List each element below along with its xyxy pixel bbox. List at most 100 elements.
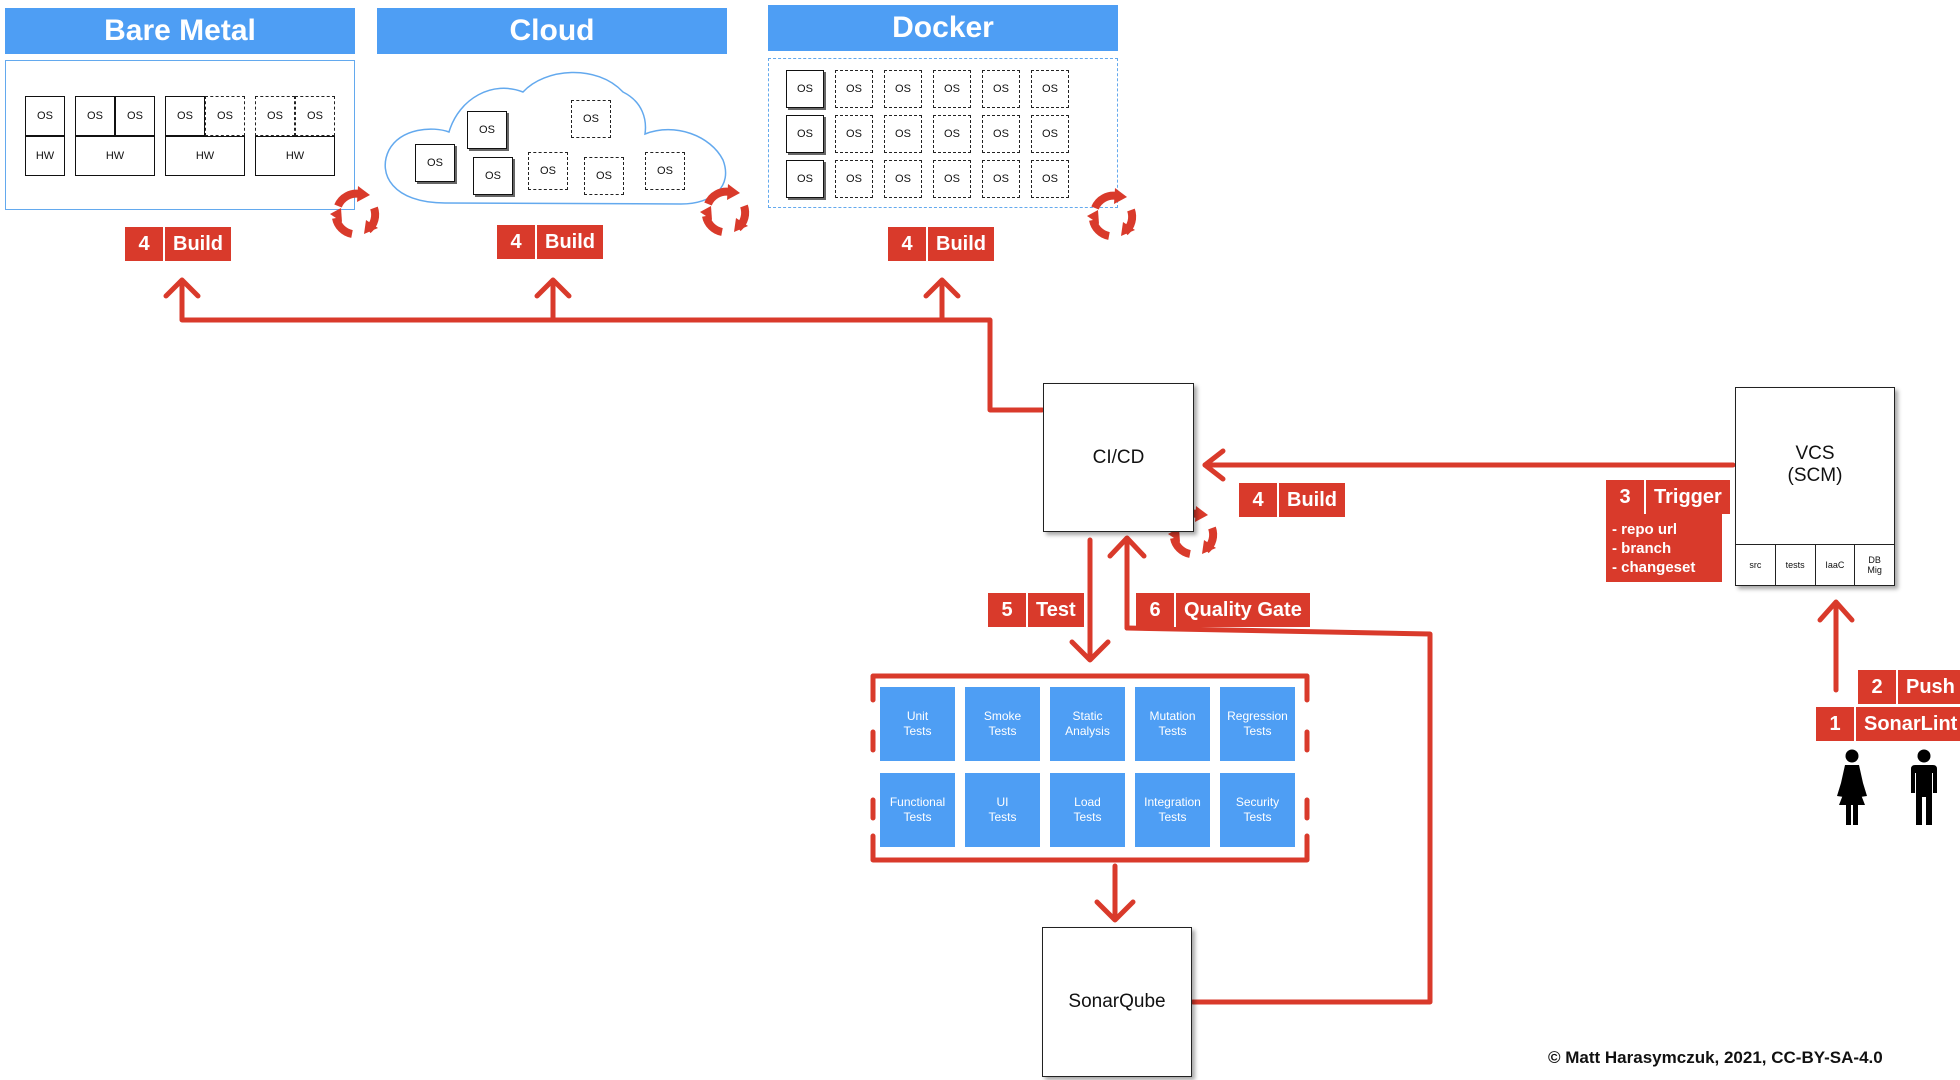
step-number: 4 [125, 227, 165, 261]
hw-box: HW [255, 136, 335, 176]
hw-box: HW [165, 136, 245, 176]
test-unit: Unit Tests [880, 687, 955, 761]
trigger-notes: - repo url - branch - changeset [1606, 514, 1722, 582]
docker-header: Docker [768, 5, 1118, 51]
step-label: Quality Gate [1176, 593, 1310, 627]
refresh-cycle-icon [330, 186, 380, 238]
container-box: OS [933, 70, 971, 108]
step-number: 4 [1239, 483, 1279, 517]
vcs-cell-iaac: IaaC [1816, 545, 1856, 585]
container-box: OS [982, 160, 1020, 198]
trigger-note: - changeset [1612, 559, 1696, 576]
test-regression: Regression Tests [1220, 687, 1295, 761]
container-box: OS [884, 160, 922, 198]
vcs-label: VCS (SCM) [1787, 443, 1843, 486]
container-box: OS [835, 115, 873, 153]
bare-metal-title: Bare Metal [104, 14, 256, 47]
step-build-bare-metal: 4 Build [125, 227, 231, 261]
step-test: 5 Test [988, 593, 1084, 627]
step-number: 5 [988, 593, 1028, 627]
cloud-header: Cloud [377, 8, 727, 54]
male-person-icon [1911, 749, 1937, 825]
cloud-title: Cloud [509, 14, 595, 47]
os-box-virtual: OS [205, 96, 245, 136]
os-box: OS [473, 157, 513, 195]
container-box: OS [982, 70, 1020, 108]
container-box: OS [884, 115, 922, 153]
container-box: OS [1031, 115, 1069, 153]
container-box: OS [982, 115, 1020, 153]
os-box-virtual: OS [645, 152, 685, 190]
step-trigger: 3 Trigger [1606, 480, 1730, 514]
os-box-virtual: OS [528, 152, 568, 190]
container-box: OS [884, 70, 922, 108]
os-box: OS [786, 115, 824, 153]
os-box-virtual: OS [295, 96, 335, 136]
container-box: OS [835, 160, 873, 198]
refresh-cycle-icon [700, 184, 750, 236]
hw-box: HW [25, 136, 65, 176]
os-box-virtual: OS [255, 96, 295, 136]
test-integration: Integration Tests [1135, 773, 1210, 847]
step-label: SonarLint [1856, 707, 1960, 741]
step-label: Test [1028, 593, 1084, 627]
step-build-cicd: 4 Build [1239, 483, 1345, 517]
vcs-contents: src tests IaaC DB Mig [1736, 544, 1894, 585]
step-label: Push [1898, 670, 1960, 704]
test-security: Security Tests [1220, 773, 1295, 847]
step-label: Trigger [1646, 480, 1730, 514]
step-label: Build [1279, 483, 1345, 517]
container-box: OS [933, 160, 971, 198]
step-number: 4 [497, 225, 537, 259]
bare-metal-header: Bare Metal [5, 8, 355, 54]
cicd-node: CI/CD [1043, 383, 1194, 532]
step-label: Build [928, 227, 994, 261]
os-box: OS [467, 111, 507, 149]
os-box: OS [165, 96, 205, 136]
container-box: OS [933, 115, 971, 153]
step-build-cloud: 4 Build [497, 225, 603, 259]
copyright-credit: © Matt Harasymczuk, 2021, CC-BY-SA-4.0 [1548, 1048, 1883, 1067]
os-box-virtual: OS [571, 100, 611, 138]
step-number: 1 [1816, 707, 1856, 741]
step-number: 3 [1606, 480, 1646, 514]
test-suite-grid: Unit Tests Smoke Tests Static Analysis M… [880, 687, 1300, 849]
vcs-cell-src: src [1736, 545, 1776, 585]
step-label: Build [537, 225, 603, 259]
test-ui: UI Tests [965, 773, 1040, 847]
os-box: OS [115, 96, 155, 136]
test-mutation: Mutation Tests [1135, 687, 1210, 761]
step-sonarlint: 1 SonarLint [1816, 707, 1960, 741]
os-box: OS [786, 160, 824, 198]
step-number: 2 [1858, 670, 1898, 704]
step-push: 2 Push [1858, 670, 1960, 704]
step-number: 6 [1136, 593, 1176, 627]
test-load: Load Tests [1050, 773, 1125, 847]
os-box: OS [786, 70, 824, 108]
step-quality-gate: 6 Quality Gate [1136, 593, 1310, 627]
cicd-label: CI/CD [1092, 446, 1145, 468]
trigger-note: - repo url [1612, 521, 1678, 538]
step-number: 4 [888, 227, 928, 261]
vcs-node: VCS (SCM) src tests IaaC DB Mig [1735, 387, 1895, 586]
sonarqube-label: SonarQube [1068, 991, 1166, 1012]
refresh-cycle-icon [1087, 188, 1137, 240]
os-box: OS [415, 144, 455, 182]
os-box-virtual: OS [584, 157, 624, 195]
cloud-shape [384, 71, 727, 205]
female-person-icon [1837, 749, 1867, 825]
container-box: OS [1031, 70, 1069, 108]
hw-box: HW [75, 136, 155, 176]
vcs-cell-db-mig: DB Mig [1867, 555, 1882, 575]
os-box: OS [25, 96, 65, 136]
test-smoke: Smoke Tests [965, 687, 1040, 761]
step-label: Build [165, 227, 231, 261]
test-functional: Functional Tests [880, 773, 955, 847]
os-box: OS [75, 96, 115, 136]
trigger-note: - branch [1612, 540, 1672, 557]
sonarqube-node: SonarQube [1042, 927, 1192, 1077]
docker-title: Docker [892, 11, 994, 44]
test-static-analysis: Static Analysis [1050, 687, 1125, 761]
container-box: OS [835, 70, 873, 108]
